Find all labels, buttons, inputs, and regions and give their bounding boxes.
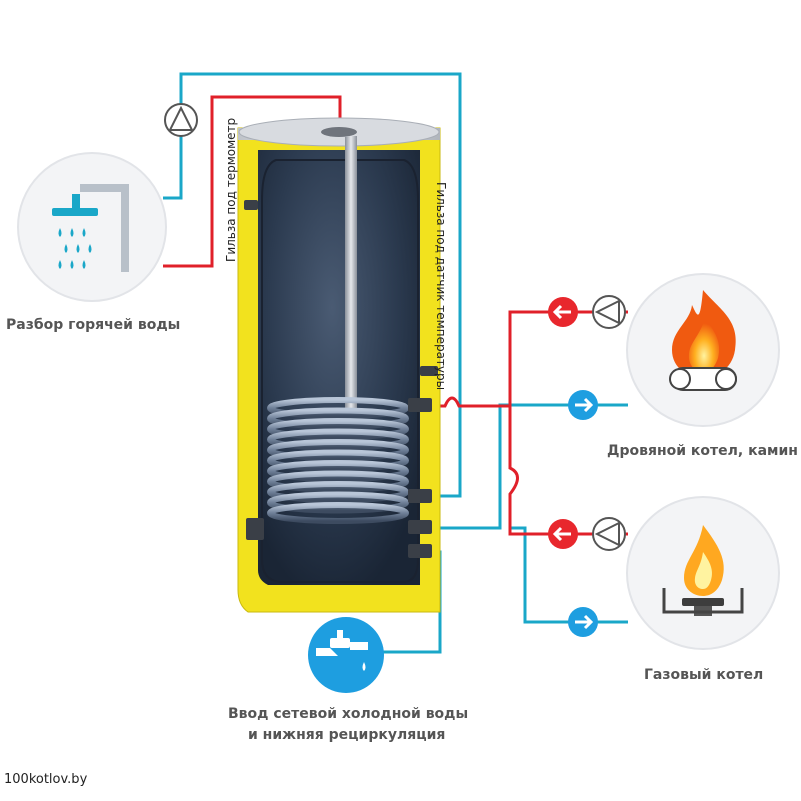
coil-loop — [267, 418, 409, 440]
hot-pipes — [163, 95, 628, 536]
pump-icon — [592, 295, 626, 329]
water-tank — [237, 117, 441, 613]
magnesium-anode — [345, 136, 357, 426]
coil-loop — [267, 407, 409, 430]
arrow-left-icon — [548, 519, 578, 549]
cold-inlet-label-line2: и нижняя рециркуляция — [248, 727, 446, 743]
faucet-icon — [308, 617, 384, 693]
coil-loop — [267, 502, 409, 524]
shower-icon — [17, 152, 167, 302]
hot-water-outlet-label: Разбор горячей воды — [6, 317, 181, 333]
gas-flame-icon — [626, 496, 780, 650]
arrow-right-icon — [568, 607, 598, 637]
fire-icon — [626, 273, 780, 427]
thermometer-sleeve-label: Гильза под термометр — [224, 117, 238, 262]
arrow-left-icon — [548, 297, 578, 327]
coil-loop — [267, 449, 409, 472]
cold-inlet-label-line1: Ввод сетевой холодной воды — [228, 706, 469, 722]
pump-icon — [164, 103, 198, 137]
pump-icon — [592, 517, 626, 551]
coil-loop — [267, 470, 409, 493]
pipe-connections — [244, 200, 438, 558]
coil-loop — [267, 481, 409, 503]
gas-boiler-label: Газовый котел — [644, 667, 764, 683]
sensor-sleeve-label: Гильза под датчик температуры — [434, 182, 448, 391]
coil-loop — [267, 397, 409, 419]
heat-exchanger-coil — [267, 397, 409, 524]
coil-loop — [267, 439, 409, 461]
coil-loop — [267, 460, 409, 482]
arrow-right-icon — [568, 390, 598, 420]
coil-loop — [267, 428, 409, 451]
watermark: 100kotlov.by — [4, 772, 88, 787]
wood-boiler-label: Дровяной котел, камин — [607, 443, 798, 459]
coil-loop — [267, 491, 409, 514]
